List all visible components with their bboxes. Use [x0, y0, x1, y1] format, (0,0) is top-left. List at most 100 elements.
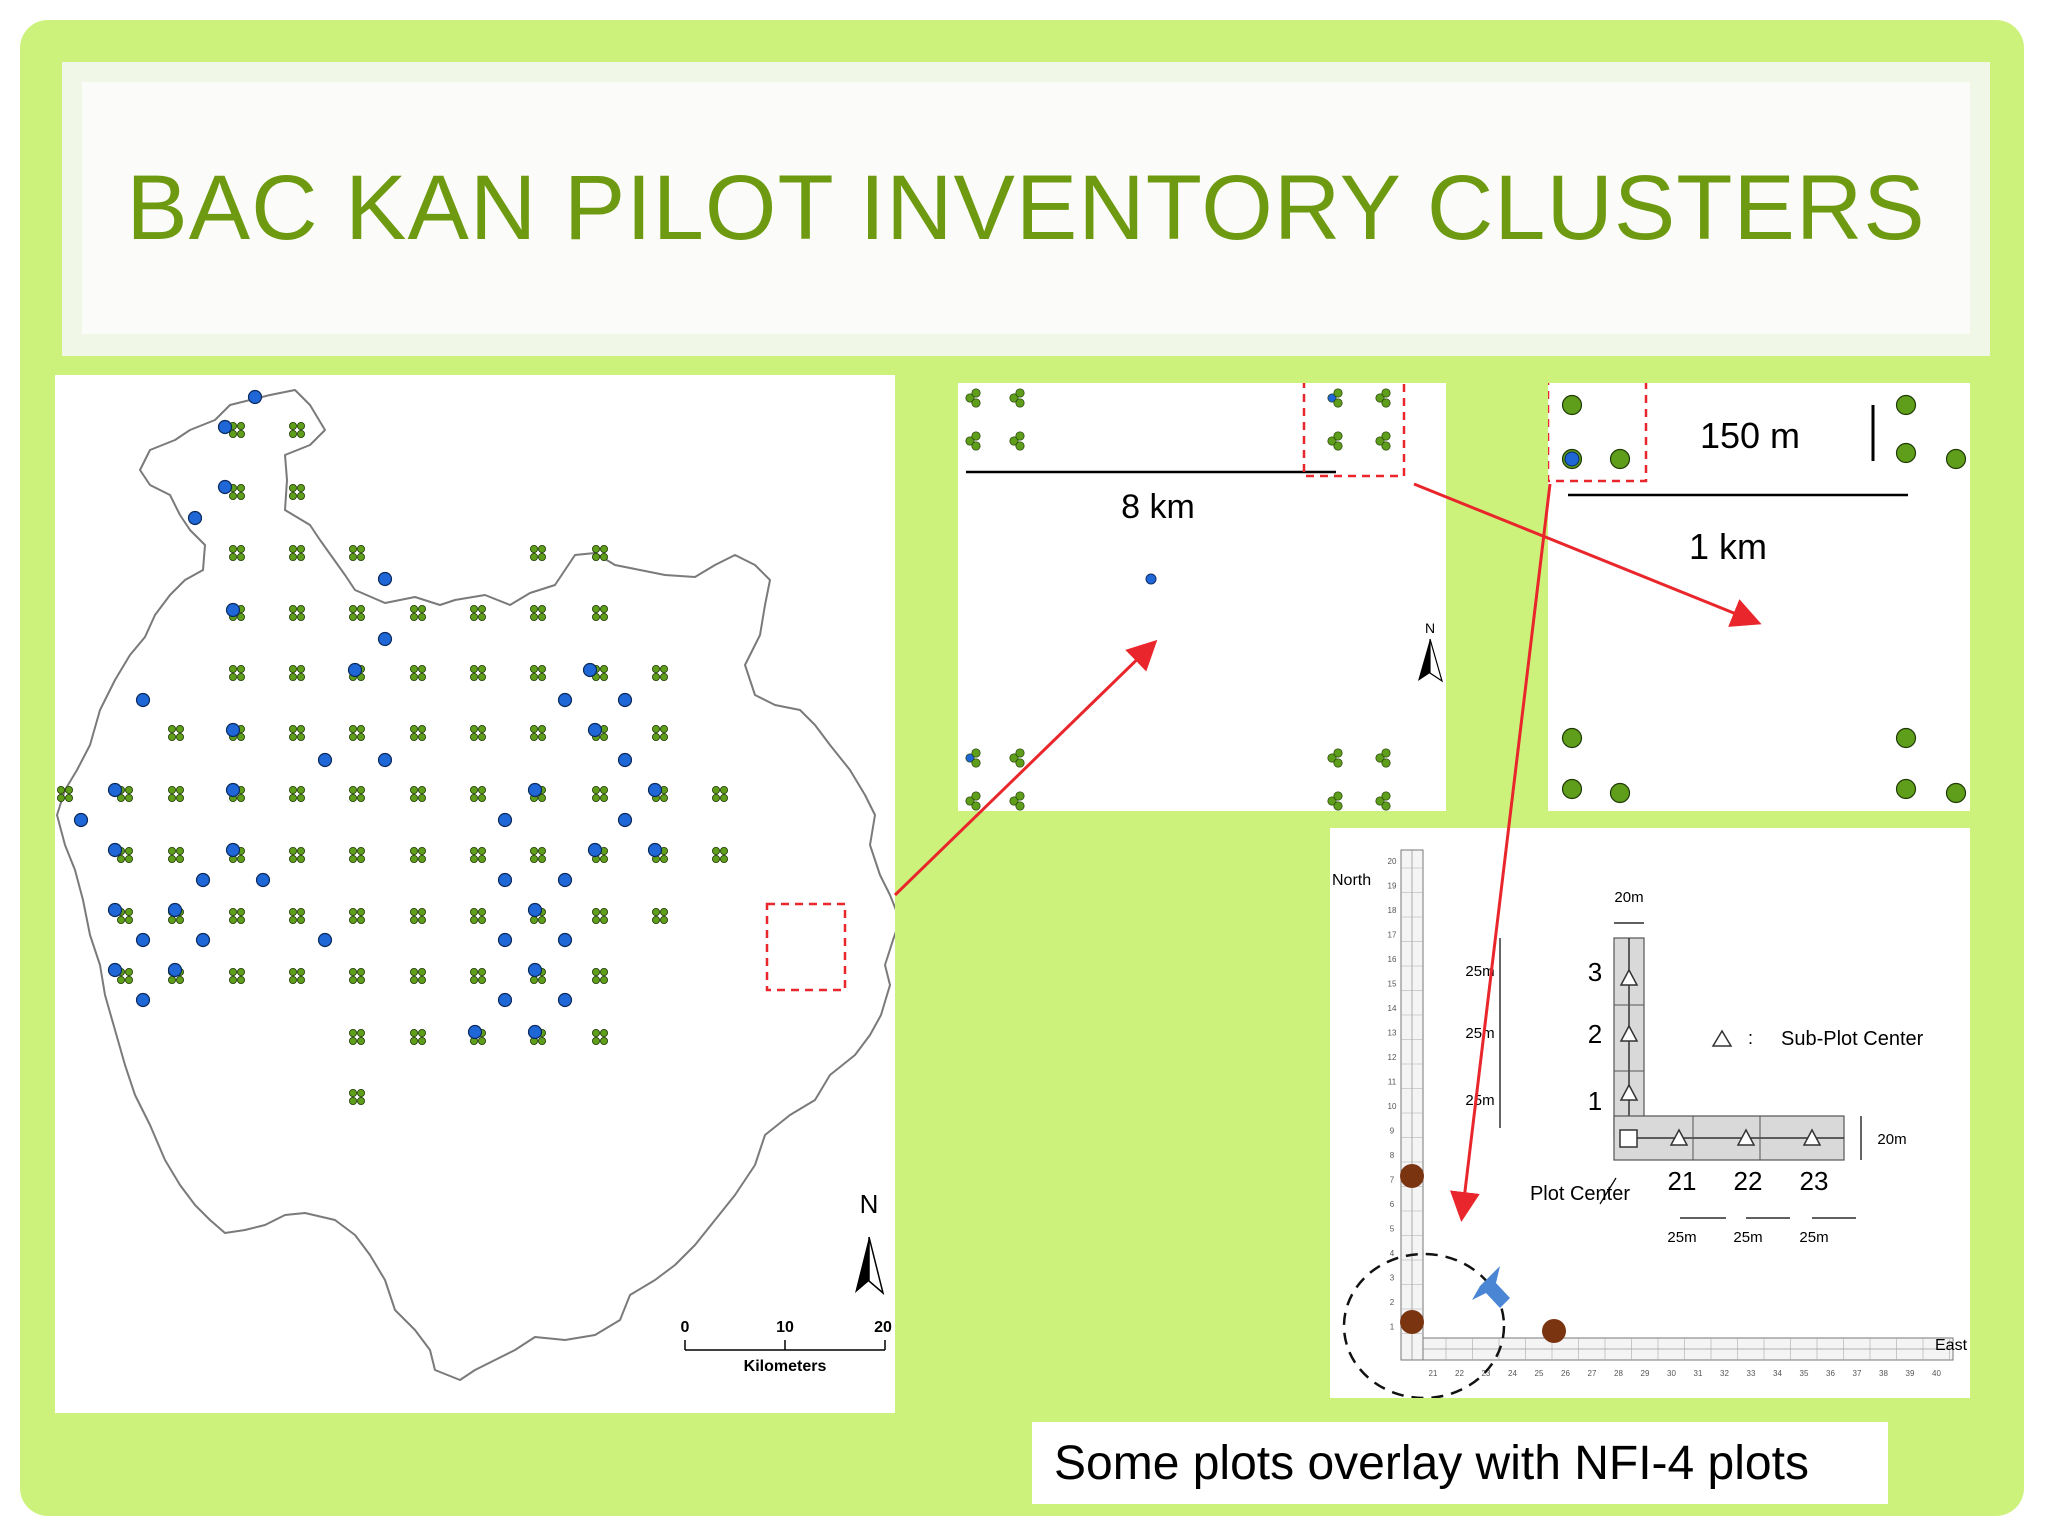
sample-plot-dot: [587, 842, 603, 858]
sample-plot-dot: [1945, 782, 1967, 804]
east-axis-tick: 27: [1588, 1369, 1597, 1378]
sample-plot-dot: [167, 902, 183, 918]
zoom-highlight-box: [1302, 370, 1406, 478]
sample-plot-dot: [347, 662, 363, 678]
sample-plot-dot: [527, 1024, 543, 1040]
north-axis-tick: 3: [1390, 1274, 1395, 1283]
east-axis-tick: 25: [1535, 1369, 1544, 1378]
north-axis-tick: 16: [1388, 955, 1397, 964]
sample-plot-dot: [225, 842, 241, 858]
north-axis-tick: 6: [1390, 1200, 1395, 1209]
cluster-marker: [409, 785, 426, 802]
east-axis-tick: 32: [1720, 1369, 1729, 1378]
scale-tick-10: 10: [776, 1319, 794, 1336]
cluster-marker: [1009, 748, 1025, 768]
cluster-zoom-1km: 1 km 150 m: [1546, 379, 1967, 804]
cluster-marker: [228, 664, 245, 681]
sample-plot-dot: [1895, 727, 1917, 749]
page-title: BAC KAN PILOT INVENTORY CLUSTERS: [126, 156, 1926, 259]
sample-plot-dot: [527, 962, 543, 978]
north-arrow-icon: N: [855, 1189, 885, 1296]
nfi-overlap-dot: [1564, 451, 1580, 467]
cluster-marker: [288, 664, 305, 681]
segment-distance-22: 25m: [1733, 1229, 1762, 1246]
north-axis-tick: 17: [1388, 931, 1397, 940]
east-axis-tick: 23: [1482, 1369, 1491, 1378]
overlay-circle: [1342, 1252, 1506, 1400]
cluster-marker: [469, 908, 486, 925]
north-axis-tick: 13: [1388, 1029, 1397, 1038]
sample-plot-dot: [497, 872, 513, 888]
east-axis-tick: 37: [1853, 1369, 1862, 1378]
north-axis-tick: 1: [1390, 1323, 1395, 1332]
legend-colon: :: [1748, 1028, 1753, 1048]
cluster-marker: [288, 604, 305, 621]
sample-plot-dot: [247, 389, 263, 405]
cluster-marker: [965, 791, 981, 811]
scale-label-1km: 1 km: [1689, 526, 1767, 567]
north-arrow-icon: N: [1418, 620, 1444, 683]
cluster-marker: [469, 785, 486, 802]
cluster-center-dot: [1145, 573, 1157, 585]
map-scale-bar: 0 10 20 Kilometers: [681, 1319, 892, 1375]
east-axis-tick: 39: [1906, 1369, 1915, 1378]
north-axis-tick: 11: [1388, 1078, 1397, 1087]
cluster-marker: [1375, 388, 1391, 408]
sample-plot-dot: [617, 692, 633, 708]
sample-plot-dot: [135, 992, 151, 1008]
plot-center-square-icon: [1619, 1129, 1638, 1148]
sample-plot-dot: [225, 782, 241, 798]
sample-plot-dot: [1561, 727, 1583, 749]
cluster-marker: [409, 846, 426, 863]
zoom-north-label: N: [1425, 620, 1435, 636]
cluster-marker: [469, 664, 486, 681]
sample-plot-dot: [195, 872, 211, 888]
sample-plot-dot: [255, 872, 271, 888]
sample-plot-dot: [497, 932, 513, 948]
north-axis-tick: 14: [1388, 1004, 1397, 1013]
cluster-marker: [168, 724, 185, 741]
scale-label-8km: 8 km: [1121, 488, 1195, 526]
cluster-marker: [1375, 431, 1391, 451]
east-axis-tick: 26: [1561, 1369, 1570, 1378]
cluster-marker: [168, 785, 185, 802]
sample-plot-dot: [557, 932, 573, 948]
province-boundary: [56, 389, 901, 1381]
cluster-marker: [592, 1029, 609, 1046]
sample-plot-dot: [1895, 394, 1917, 416]
cluster-marker: [592, 604, 609, 621]
cluster-zoom-8km-panel: 8 km N: [958, 370, 1446, 811]
cluster-marker: [288, 846, 305, 863]
east-axis-tick: 28: [1614, 1369, 1623, 1378]
segment-number-23: 23: [1800, 1166, 1829, 1196]
cluster-marker: [288, 908, 305, 925]
sample-plot-dot: [217, 419, 233, 435]
cluster-marker: [965, 388, 981, 408]
north-axis-tick: 12: [1388, 1053, 1397, 1062]
cluster-marker: [712, 846, 729, 863]
east-axis-tick: 34: [1773, 1369, 1782, 1378]
cluster-marker: [228, 908, 245, 925]
sample-plot-dot: [497, 812, 513, 828]
cluster-marker: [409, 968, 426, 985]
caption-box: Some plots overlay with NFI-4 plots: [1032, 1422, 1888, 1504]
sample-plot-dot: [582, 662, 598, 678]
east-axis-tick: 38: [1879, 1369, 1888, 1378]
sub-plot-triangle-icon: [1619, 968, 1822, 1146]
plot-l-shape: [1613, 937, 1845, 1161]
east-axis-tick: 35: [1800, 1369, 1809, 1378]
scale-unit-label: Kilometers: [744, 1358, 827, 1375]
cluster-marker: [1375, 748, 1391, 768]
cluster-marker: [529, 544, 546, 561]
cluster-marker: [529, 664, 546, 681]
east-axis-tick: 31: [1694, 1369, 1703, 1378]
cluster-marker: [965, 748, 981, 768]
north-axis-tick: 7: [1390, 1176, 1395, 1185]
cluster-marker: [652, 908, 669, 925]
cluster-marker: [348, 1089, 365, 1106]
cluster-marker: [529, 724, 546, 741]
cluster-marker: [348, 544, 365, 561]
east-label: East: [1935, 1337, 1968, 1354]
sample-plot-dot: [617, 752, 633, 768]
sample-plot-dot: [187, 510, 203, 526]
